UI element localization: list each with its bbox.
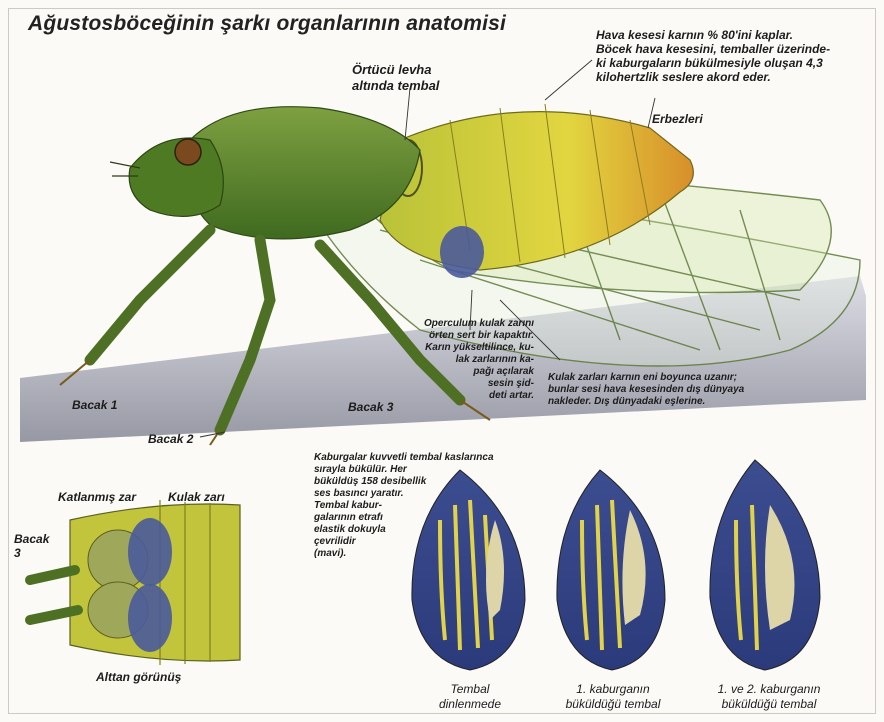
leg2-label: Bacak 2 <box>148 432 193 446</box>
bottom-view-label: Alttan görünüş <box>96 670 181 684</box>
eye <box>175 139 201 165</box>
bottom-view-illustration <box>30 500 240 665</box>
caption-tymbal-first-second-rib: 1. ve 2. kaburganın büküldüğü tembal <box>694 682 844 712</box>
caption-tymbal-rest: Tembal dinlenmede <box>410 682 530 712</box>
eardrum-label: Kulak zarı <box>168 490 225 504</box>
operculum-note: Operculum kulak zarını örten sert bir ka… <box>356 318 534 402</box>
leg1-label: Bacak 1 <box>72 398 117 412</box>
tymbal-cover-label: Örtücü levha altında tembal <box>352 62 439 94</box>
folded-membrane-label: Katlanmış zar <box>58 490 136 504</box>
eardrum-note: Kulak zarları karnın eni boyunca uzanır;… <box>548 372 744 408</box>
caption-tymbal-first-rib: 1. kaburganın büküldüğü tembal <box>548 682 678 712</box>
tymbal-first-and-second-rib <box>710 460 820 670</box>
air-sac-note: Hava kesesi karnın % 80'ini kaplar. Böce… <box>596 28 830 84</box>
ribs-note: Kaburgalar kuvvetli tembal kaslarınca sı… <box>314 452 494 560</box>
tymbal-first-rib <box>557 470 665 670</box>
page-title: Ağustosböceğinin şarkı organlarının anat… <box>28 12 506 36</box>
eardrum-mark <box>440 226 484 278</box>
leg3-label: Bacak 3 <box>348 400 393 414</box>
leg3-small-label: Bacak 3 <box>14 532 49 560</box>
gonads-label: Erbezleri <box>652 112 703 126</box>
